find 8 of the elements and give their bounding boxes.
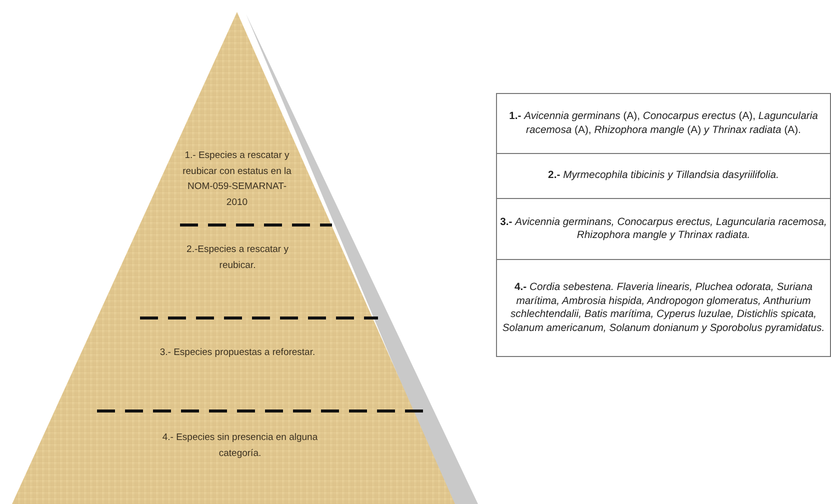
species-list: 3.- Avicennia germinans, Conocarpus erectus, Laguncularia racemosa, Rhizophora mangle y Thrinax radiata. (499, 216, 828, 242)
pyramid-level-label: 1.- Especies a rescatar y reubicar con estatus en la NOM-059-SEMARNAT-2010 (182, 149, 292, 210)
species-list: 2.- Myrmecophila tibicinis y Tillandsia dasyriilifolia. (548, 169, 779, 183)
pyramid-level-label: 4.- Especies sin presencia en alguna categoría. (161, 431, 319, 460)
species-list: 4.- Cordia sebestena. Flaveria linearis, Pluchea odorata, Suriana marítima, Ambrosia hispida, Andropogon glomeratus, Anthurium schlechtendalii, Batis marítima, Cyperus luzulae, Distichlis spicata, Solanum americanum, Solanum donianum y Sporobolus pyramidatus. (499, 281, 828, 335)
species-list: 1.- Avicennia germinans (A), Conocarpus erectus (A), Laguncularia racemosa (A), Rhizophora mangle (A) y Thrinax radiata (A). (499, 110, 828, 137)
pyramid-level-label: 2.-Especies a rescatar y reubicar. (186, 243, 290, 272)
pyramid-level-label: 3.- Especies propuestas a reforestar. (160, 346, 316, 360)
